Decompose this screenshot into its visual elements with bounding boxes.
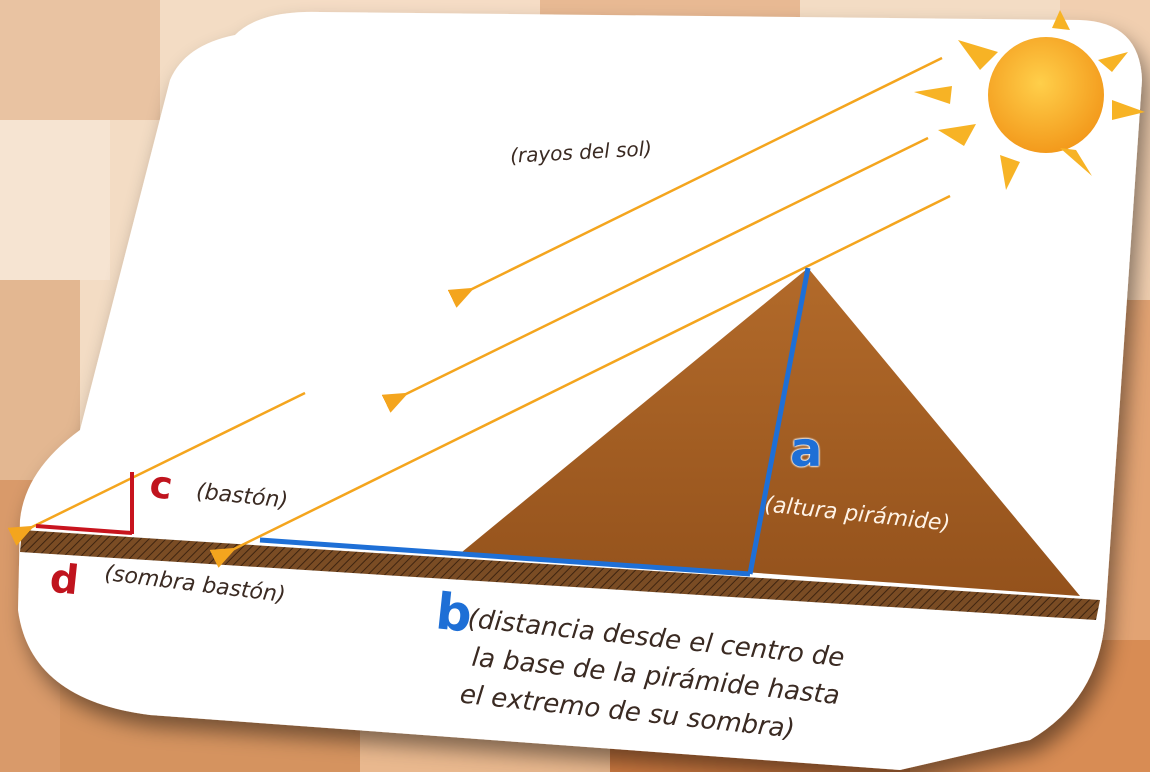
distance-line-b (259, 537, 751, 577)
height-line-a (747, 267, 811, 575)
label-c: c (147, 461, 176, 509)
sun-ray (381, 136, 929, 413)
stick-shadow-line (35, 524, 133, 535)
sun-ray (447, 56, 943, 308)
sun-ray (7, 391, 306, 546)
ground-strip (20, 530, 1100, 620)
card-shape (18, 11, 1142, 770)
label-d: d (47, 555, 81, 605)
sun-ray (209, 194, 951, 568)
label-a: a (790, 422, 823, 478)
pyramid-shape (462, 268, 1080, 596)
sun-icon (914, 10, 1145, 190)
